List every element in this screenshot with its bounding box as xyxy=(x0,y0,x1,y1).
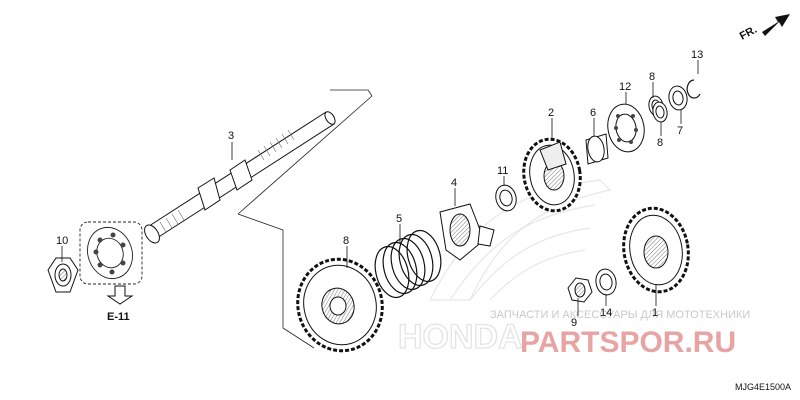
direction-label: FR. xyxy=(738,24,759,43)
callout-4: 4 xyxy=(451,177,457,189)
gear-1 xyxy=(622,206,690,294)
callout-12: 11 xyxy=(497,165,508,177)
gear-9 xyxy=(296,257,384,353)
bushing xyxy=(585,133,609,165)
callout-15: 14 xyxy=(600,307,612,319)
callout-9: 8 xyxy=(343,235,349,247)
callout-8-bottom: 8 xyxy=(657,137,663,149)
gear-2 xyxy=(522,137,582,213)
bearing-reference xyxy=(79,221,143,285)
callout-2: 2 xyxy=(548,107,554,119)
callout-5: 5 xyxy=(396,213,402,225)
front-direction-indicator: FR. xyxy=(738,14,790,43)
diagram-code: MJG4E1500A xyxy=(735,382,791,392)
watermark-domain: PARTSPOR.RU xyxy=(520,326,736,359)
callout-14: 13 xyxy=(691,49,703,61)
assembly-frame xyxy=(237,89,373,349)
bearing-13 xyxy=(607,103,645,153)
callout-6: 6 xyxy=(590,107,596,119)
watermark-text: ЗАПЧАСТИ И АКСЕССУАРЫ ДЛЯ МОТОТЕХНИКИ xyxy=(490,309,750,321)
reference-label: E-11 xyxy=(107,311,130,323)
front-arrow-icon xyxy=(762,14,790,36)
circlip-14 xyxy=(686,79,701,99)
callout-11: 10 xyxy=(56,235,68,247)
washer-8b xyxy=(652,101,668,123)
main-shaft xyxy=(144,111,336,244)
spring-stack xyxy=(374,229,442,299)
lock-nut xyxy=(47,257,79,293)
callout-8-top: 8 xyxy=(649,71,655,83)
reference-arrow-icon xyxy=(106,285,134,305)
honda-logo-watermark: HONDA xyxy=(397,317,523,356)
washer-15 xyxy=(595,268,617,296)
callout-13: 12 xyxy=(619,81,631,93)
collar xyxy=(439,203,495,261)
nut-10 xyxy=(567,277,593,303)
callout-7: 7 xyxy=(677,125,683,137)
svg-text:HONDA: HONDA xyxy=(398,318,523,356)
callout-3: 3 xyxy=(228,130,234,142)
callout-1: 1 xyxy=(652,307,658,319)
leader-lines xyxy=(61,60,699,316)
thrust-washer-12 xyxy=(495,184,517,212)
callout-10: 9 xyxy=(571,317,577,329)
washer-7 xyxy=(668,85,688,111)
